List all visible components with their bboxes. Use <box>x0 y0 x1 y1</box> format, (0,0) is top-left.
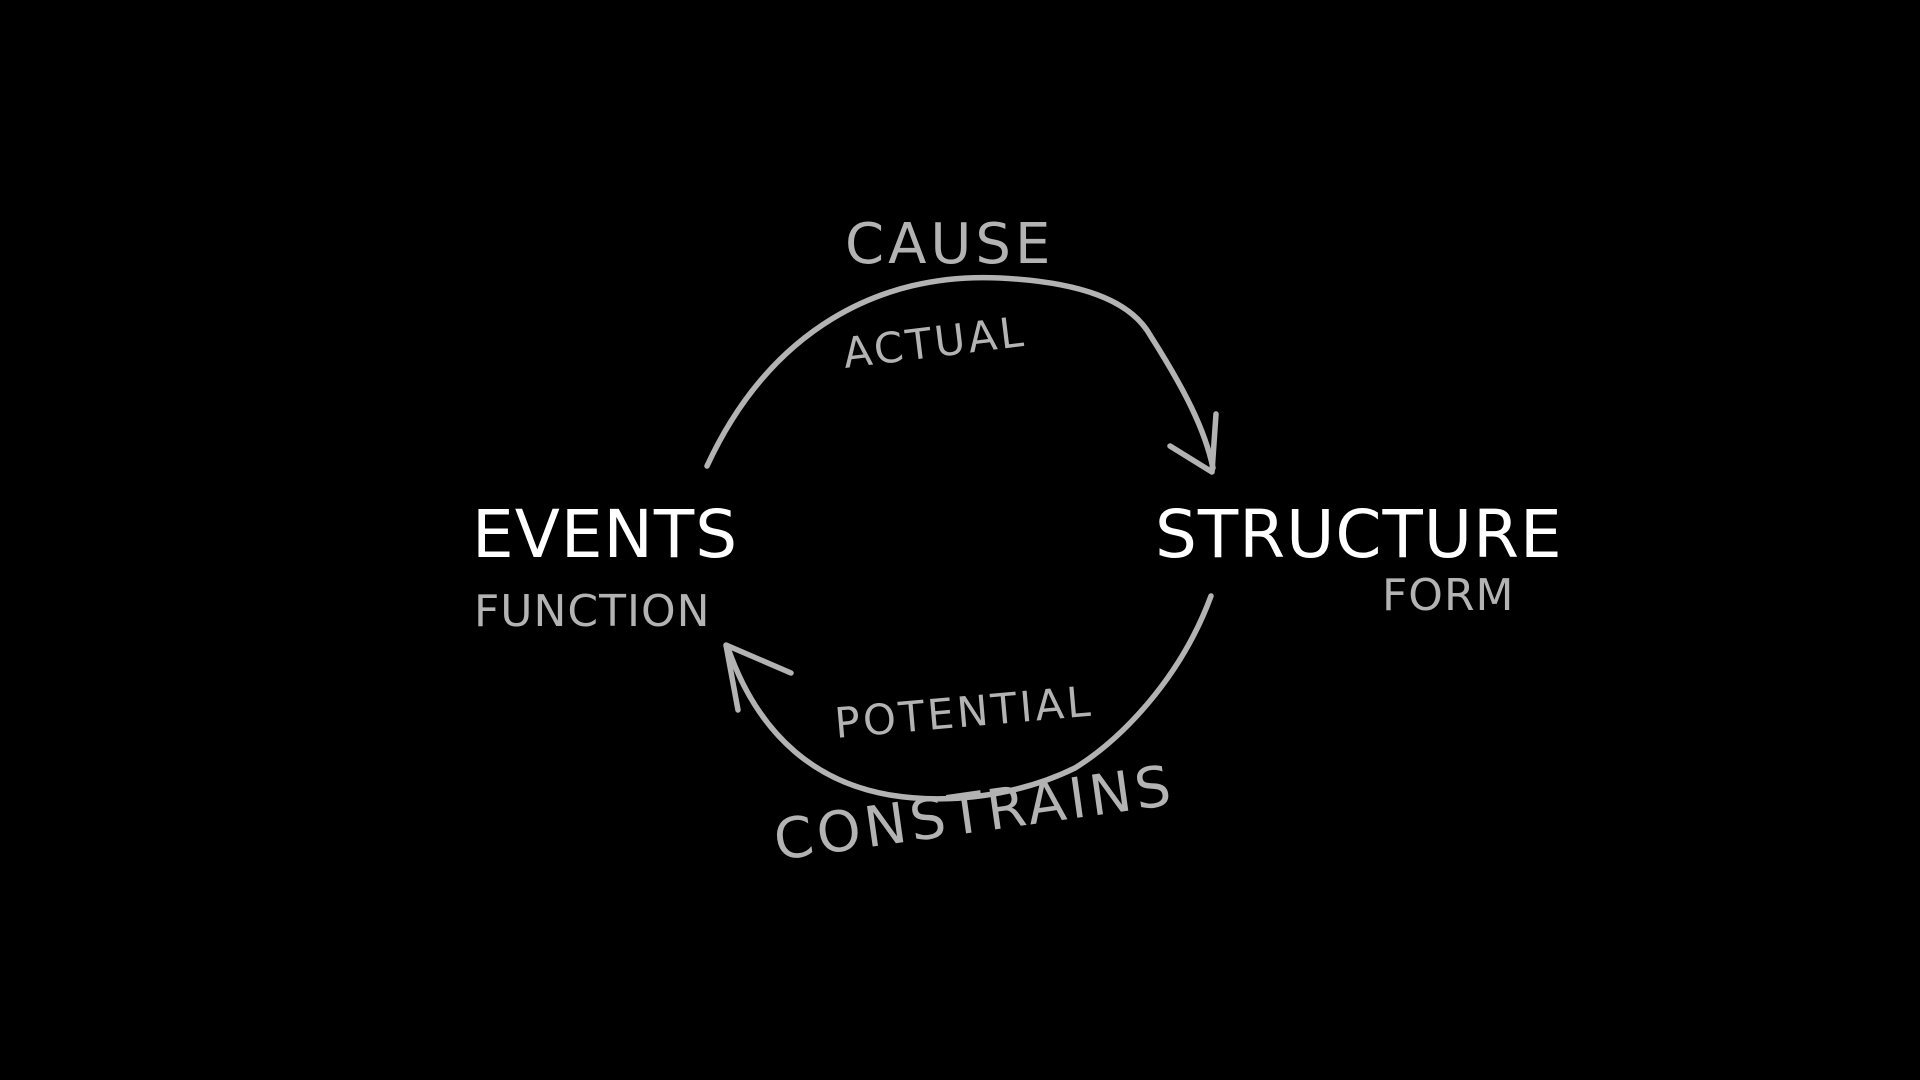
edge-label-constrains: CONSTRAINS <box>770 753 1179 874</box>
node-label-events: EVENTS <box>472 496 738 573</box>
arrowhead-events <box>723 642 794 713</box>
node-label-structure: STRUCTURE <box>1155 496 1563 573</box>
edge-label-cause: CAUSE <box>845 212 1054 277</box>
node-sublabel-function: FUNCTION <box>474 586 711 637</box>
arrowhead-structure <box>1167 411 1219 475</box>
arrow-structure-to-events <box>725 593 1214 802</box>
arrow-events-to-structure <box>704 274 1216 471</box>
edge-sublabel-potential: POTENTIAL <box>833 677 1095 748</box>
node-sublabel-form: FORM <box>1382 570 1514 621</box>
edge-sublabel-actual: ACTUAL <box>840 307 1028 378</box>
